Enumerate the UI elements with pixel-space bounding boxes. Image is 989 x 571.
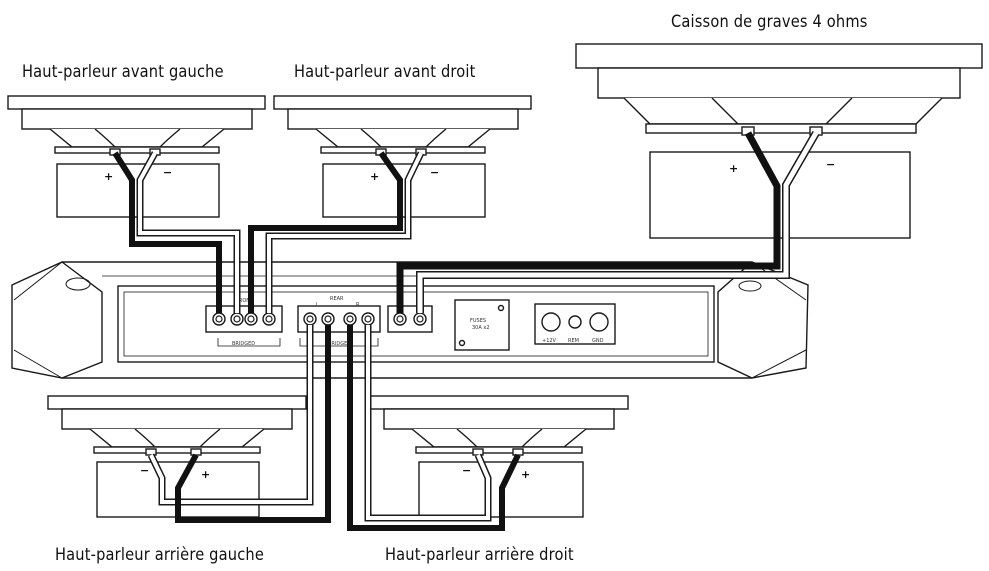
front-left-minus: −	[163, 166, 172, 179]
wire-rear-right-negative	[364, 325, 492, 522]
wire-sub-negative	[416, 131, 820, 313]
wire-rear-left-positive	[175, 325, 331, 523]
wire-front-right-positive	[248, 151, 403, 313]
front-right-minus: −	[430, 166, 439, 179]
rear-right-minus: −	[462, 464, 471, 477]
amp-rear-label: REAR	[330, 296, 344, 302]
label-front-left: Haut-parleur avant gauche	[22, 62, 224, 82]
wire-rear-right-positive	[347, 325, 521, 531]
gnd-label: GND	[592, 338, 604, 344]
amp-right-label: R	[356, 302, 360, 308]
wire-front-right-negative	[265, 151, 425, 313]
speaker-front-right	[273, 95, 532, 218]
sub-plus: +	[729, 162, 738, 175]
amp-bridged-rear-label: BRIDGED	[328, 341, 351, 347]
wire-sub-positive	[396, 131, 781, 313]
plus12v-label: +12V	[542, 338, 557, 344]
rear-left-minus: −	[140, 464, 149, 477]
wire-rear-left-negative	[147, 325, 314, 506]
amp-front-label: FRONT	[236, 298, 254, 304]
rem-label: REM	[568, 338, 579, 344]
front-right-plus: +	[370, 170, 379, 183]
amp-bridged-front-label: BRIDGED	[232, 341, 255, 347]
wire-front-left-positive	[112, 151, 222, 313]
rear-right-plus: +	[521, 468, 530, 481]
fuses-label: FUSES	[470, 318, 486, 324]
label-front-right: Haut-parleur avant droit	[294, 62, 476, 82]
amplifier	[11, 261, 809, 379]
speaker-rear-right	[369, 395, 629, 518]
label-rear-left: Haut-parleur arrière gauche	[55, 545, 265, 565]
fuse-rating-label: 30A x2	[472, 325, 490, 331]
amp-left-label: L	[316, 302, 319, 308]
sub-minus: −	[826, 158, 835, 171]
wire-front-left-negative	[136, 151, 241, 313]
front-left-plus: +	[104, 170, 113, 183]
label-subwoofer: Caisson de graves 4 ohms	[671, 12, 868, 32]
rear-left-plus: +	[201, 468, 210, 481]
label-rear-right: Haut-parleur arrière droit	[385, 545, 574, 565]
